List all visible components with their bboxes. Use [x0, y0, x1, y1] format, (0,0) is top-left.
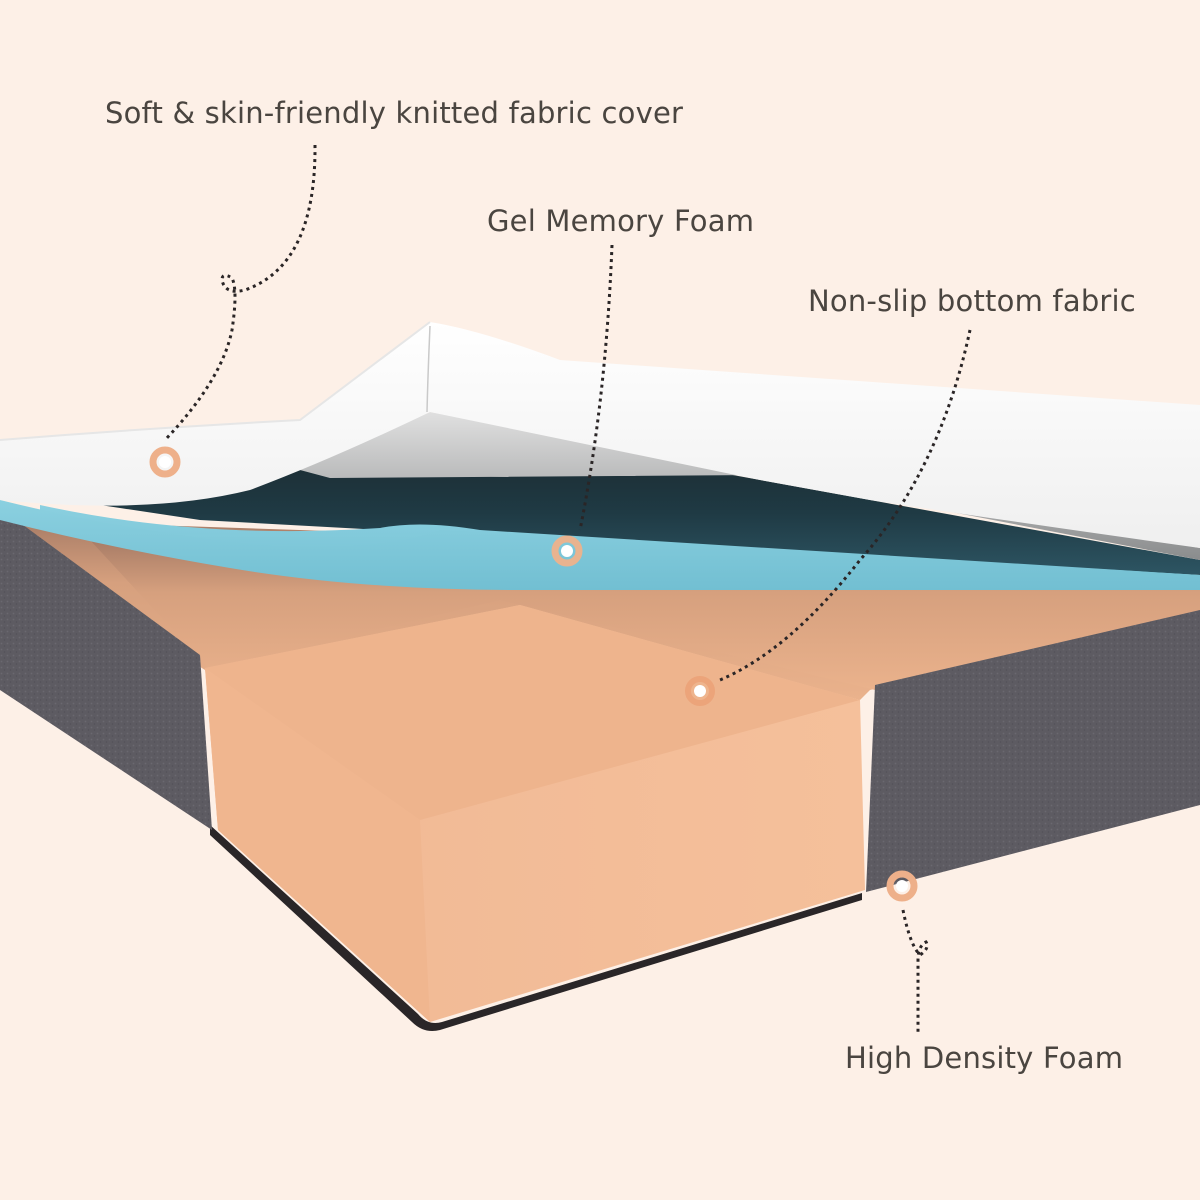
- fabric-cover: [0, 322, 1200, 548]
- side-fabric-right: [866, 610, 1200, 892]
- leader-lines: [163, 144, 972, 1035]
- marker-base[interactable]: [886, 870, 918, 902]
- leader-bottom: [719, 329, 972, 682]
- side-fabric-left: [0, 508, 212, 830]
- leader-base: [901, 909, 929, 1035]
- marker-cover[interactable]: [149, 446, 181, 478]
- label-non-slip-bottom: Non-slip bottom fabric: [808, 284, 1136, 318]
- leader-cover: [163, 144, 317, 442]
- label-fabric-cover: Soft & skin-friendly knitted fabric cove…: [105, 96, 684, 130]
- bottom-fabric-edge: [210, 825, 862, 1031]
- leader-gel: [578, 244, 614, 531]
- marker-gel[interactable]: [551, 535, 583, 567]
- marker-bottom[interactable]: [685, 676, 715, 706]
- cover-underside: [300, 412, 1200, 560]
- label-high-density-foam: High Density Foam: [845, 1041, 1124, 1075]
- label-gel-memory-foam: Gel Memory Foam: [487, 204, 755, 238]
